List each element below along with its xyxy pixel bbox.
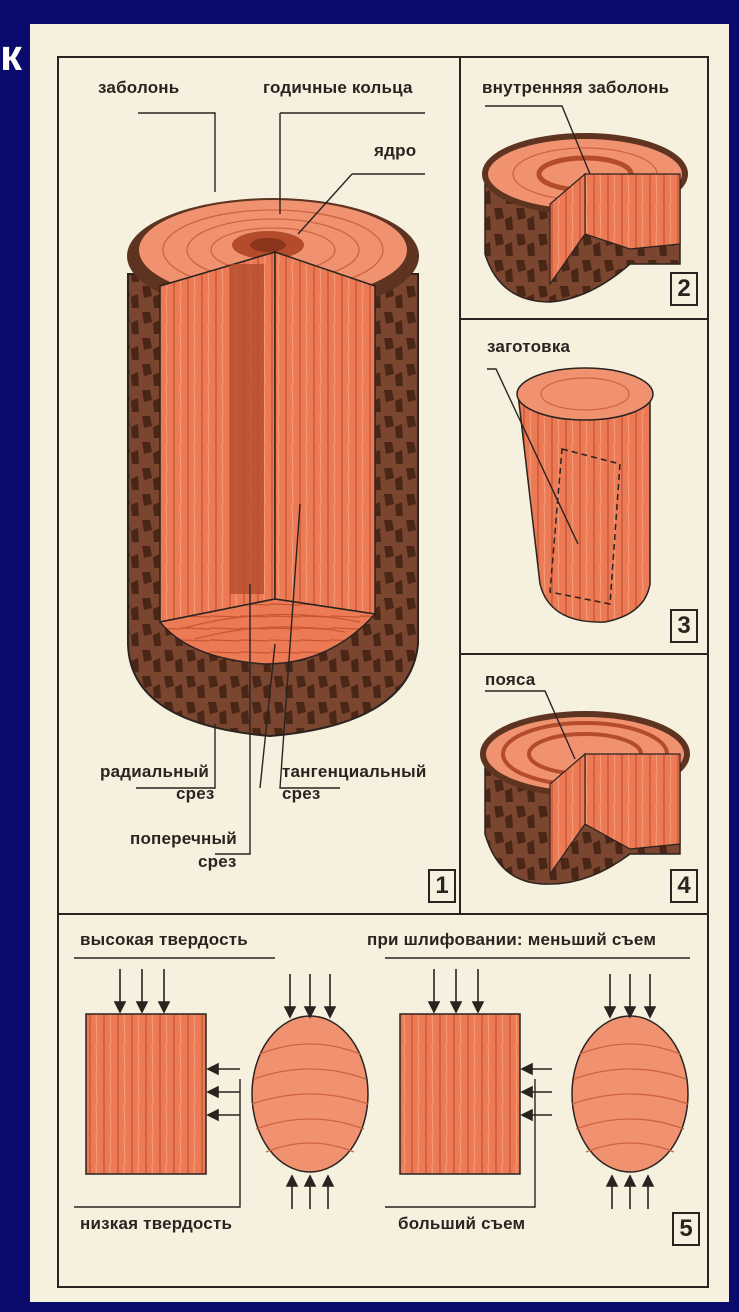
label-cross-cut-2: срез (198, 852, 237, 872)
label-sapwood: заболонь (98, 78, 179, 98)
panel1-number: 1 (428, 869, 456, 903)
label-radial-cut-1: радиальный (100, 762, 209, 782)
label-core: ядро (374, 141, 416, 161)
label-radial-cut-2: срез (176, 784, 215, 804)
wood-diagram-illustration (30, 24, 729, 1302)
panel4-illustration (483, 691, 687, 884)
panel3-number: 3 (670, 609, 698, 643)
label-tangential-cut-2: срез (282, 784, 321, 804)
panel2-number: 2 (670, 272, 698, 306)
label-high-hardness: высокая твердость (80, 930, 248, 950)
right-frame-bar (729, 0, 739, 1312)
label-tangential-cut-1: тангенциальный (282, 762, 427, 782)
corner-letter: к (0, 34, 22, 78)
label-more-removal: больший съем (398, 1214, 525, 1234)
panel2-illustration (485, 106, 685, 302)
label-low-hardness: низкая твердость (80, 1214, 232, 1234)
panel5-illustration (74, 958, 690, 1209)
label-cross-cut-1: поперечный (130, 829, 237, 849)
label-grinding-less-removal: при шлифовании: меньший съем (367, 930, 656, 950)
left-frame-bar (0, 0, 30, 1312)
panel5-number: 5 (672, 1212, 700, 1246)
diagram-sheet: заболонь годичные кольца ядро радиальный… (30, 24, 729, 1302)
label-inner-sapwood: внутренняя заболонь (482, 78, 669, 98)
panel4-number: 4 (670, 869, 698, 903)
label-belts: пояса (485, 670, 535, 690)
label-growth-rings: годичные кольца (263, 78, 413, 98)
panel3-illustration (487, 368, 653, 622)
top-frame-bar (0, 0, 739, 24)
label-blank: заготовка (487, 337, 570, 357)
log-illustration (127, 198, 419, 736)
bottom-frame-bar (0, 1302, 739, 1312)
